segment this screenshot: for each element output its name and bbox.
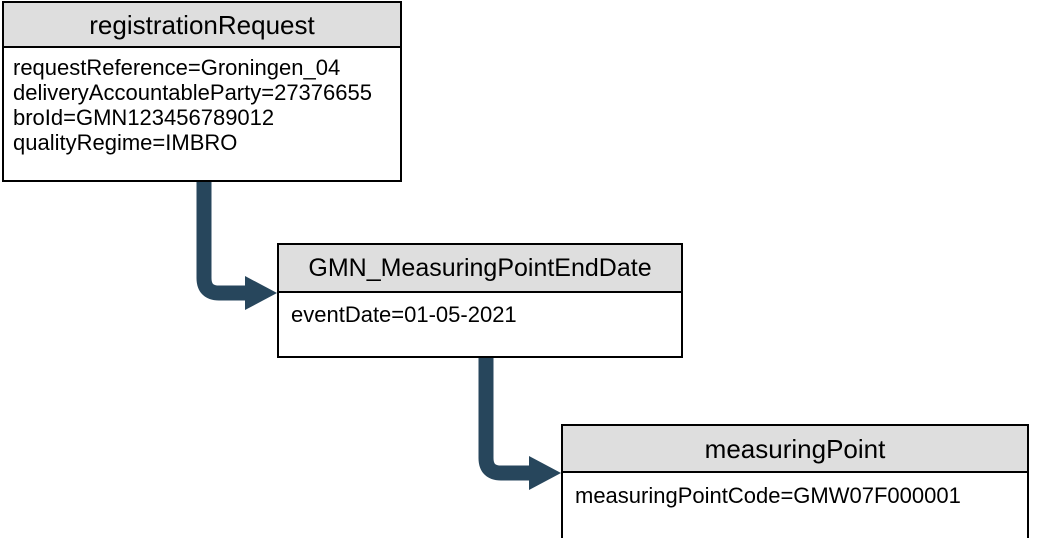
connector-2-arrowhead-icon	[529, 456, 561, 490]
uml-box-attributes-registration-request: requestReference=Groningen_04 deliveryAc…	[4, 48, 400, 180]
attribute-row: deliveryAccountableParty=27376655	[13, 80, 372, 105]
uml-box-attributes-measuring-point: measuringPointCode=GMW07F000001	[563, 473, 1027, 538]
attribute-row: broId=GMN123456789012	[13, 105, 275, 130]
connector-2-path	[478, 358, 530, 481]
attribute-row: qualityRegime=IMBRO	[13, 130, 238, 155]
uml-box-registration-request[interactable]: registrationRequest requestReference=Gro…	[2, 1, 402, 182]
connector-1-arrowhead-icon	[245, 276, 277, 310]
attribute-row: eventDate=01-05-2021	[291, 302, 517, 327]
uml-box-gmn-measuring-point-end-date[interactable]: GMN_MeasuringPointEndDate eventDate=01-0…	[277, 243, 683, 358]
attribute-row: measuringPointCode=GMW07F000001	[575, 483, 961, 508]
uml-box-measuring-point[interactable]: measuringPoint measuringPointCode=GMW07F…	[561, 424, 1029, 538]
uml-box-title-measuring-point: measuringPoint	[563, 426, 1027, 473]
attribute-row: requestReference=Groningen_04	[13, 55, 341, 80]
uml-box-title-registration-request: registrationRequest	[4, 3, 400, 48]
uml-box-title-gmn-measuring-point-end-date: GMN_MeasuringPointEndDate	[279, 245, 681, 293]
connector-1-path	[196, 182, 246, 301]
uml-box-attributes-gmn-measuring-point-end-date: eventDate=01-05-2021	[279, 293, 681, 356]
